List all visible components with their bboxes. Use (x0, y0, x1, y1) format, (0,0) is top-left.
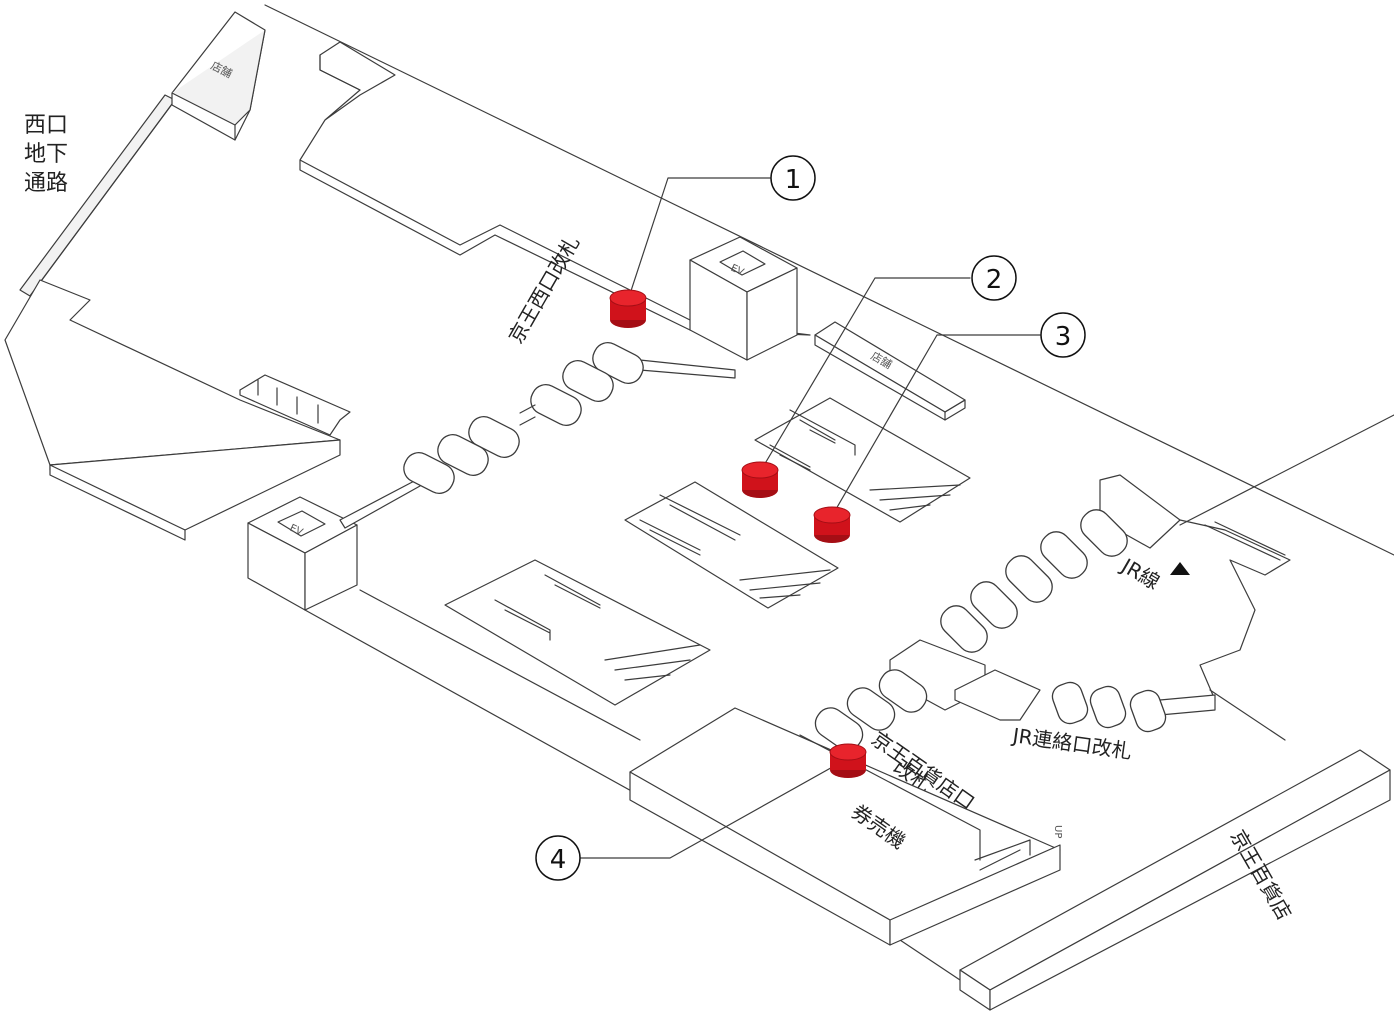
elevator-upper-label: EV (729, 263, 746, 279)
keio-west-gate-row (339, 342, 736, 529)
jr-line-label: JR線 (1116, 553, 1164, 595)
gate (814, 707, 864, 751)
gate (1089, 685, 1127, 729)
marker-4-number: 4 (550, 845, 567, 875)
elevator-lower-label: EV (288, 523, 305, 539)
gate (403, 452, 455, 494)
marker-4-badge (535, 835, 581, 881)
gate (970, 581, 1018, 629)
triangle-up-icon (1170, 562, 1190, 575)
marker-1-number: 1 (785, 165, 802, 195)
gate (1129, 689, 1167, 733)
marker-3-badge (1040, 312, 1086, 358)
jr-transfer-gates (889, 509, 1167, 733)
marker-1-badge (770, 155, 816, 201)
stairs-group-3 (444, 559, 711, 706)
floor-outline (4, 4, 1394, 981)
up-label: UP (1052, 825, 1063, 838)
marker-2-badge (971, 255, 1017, 301)
gate (437, 434, 489, 476)
keio-dept-store (959, 749, 1391, 1011)
west-passage-label: 西口 地下 通路 (24, 113, 68, 196)
gate (1051, 681, 1089, 725)
gate (940, 605, 988, 653)
marker-1[interactable]: 1 (609, 155, 816, 328)
gate (1005, 555, 1053, 603)
marker-4[interactable]: 4 (535, 743, 867, 881)
elevator-lower: EV (247, 496, 358, 611)
keio-dept-gates (814, 669, 928, 751)
gate (846, 687, 896, 731)
shop-middle: 店舗 (814, 321, 966, 421)
marker-3[interactable]: 3 (813, 312, 1086, 543)
gate (530, 384, 582, 426)
jr-transfer-gate-label: JR連絡口改札 (1009, 723, 1133, 764)
west-passage-line-3: 通路 (24, 171, 68, 196)
elevator-upper: EV (689, 236, 798, 361)
gate (1040, 531, 1088, 579)
west-passage-line-2: 地下 (24, 142, 68, 167)
stairs-group-2 (624, 481, 839, 609)
west-passage-line-1: 西口 (24, 113, 68, 138)
stairs-west (239, 374, 351, 436)
marker-2[interactable]: 2 (741, 255, 1017, 498)
gate (1080, 509, 1128, 557)
gate (878, 669, 928, 713)
ticket-machine-block (629, 707, 1061, 946)
marker-3-number: 3 (1055, 322, 1072, 352)
gate (562, 360, 614, 402)
jr-area (1099, 474, 1291, 716)
upper-wall (171, 11, 811, 336)
stairs-group-1 (754, 397, 971, 523)
marker-2-number: 2 (986, 265, 1003, 295)
